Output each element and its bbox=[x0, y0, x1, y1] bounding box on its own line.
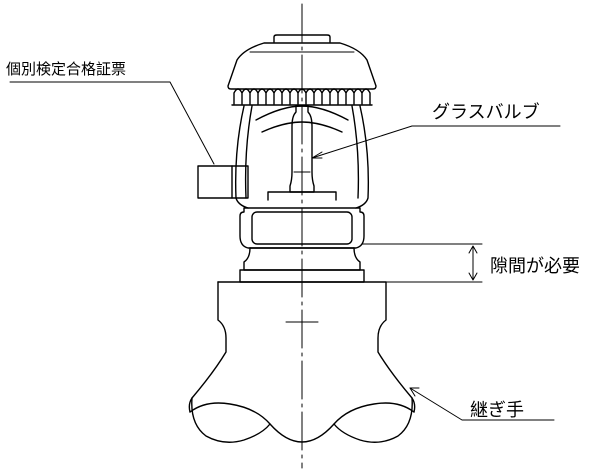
gap-dimension bbox=[361, 243, 483, 283]
body-nut bbox=[239, 207, 365, 249]
leader-certificate bbox=[9, 81, 215, 165]
label-certificate: 個別検定合格証票 bbox=[6, 60, 127, 78]
glass-bulb bbox=[267, 105, 337, 201]
certificate-tag bbox=[197, 165, 249, 199]
label-glass-bulb: グラスバルブ bbox=[432, 102, 540, 123]
joint-fitting bbox=[188, 281, 416, 443]
leader-lines bbox=[9, 81, 561, 421]
label-joint: 継ぎ手 bbox=[470, 400, 524, 421]
leader-glass-bulb bbox=[311, 125, 561, 159]
deflector-teeth bbox=[233, 88, 371, 105]
deflector-cap bbox=[227, 34, 377, 106]
leader-joint bbox=[409, 387, 555, 421]
label-gap-required: 隙間が必要 bbox=[490, 256, 580, 277]
